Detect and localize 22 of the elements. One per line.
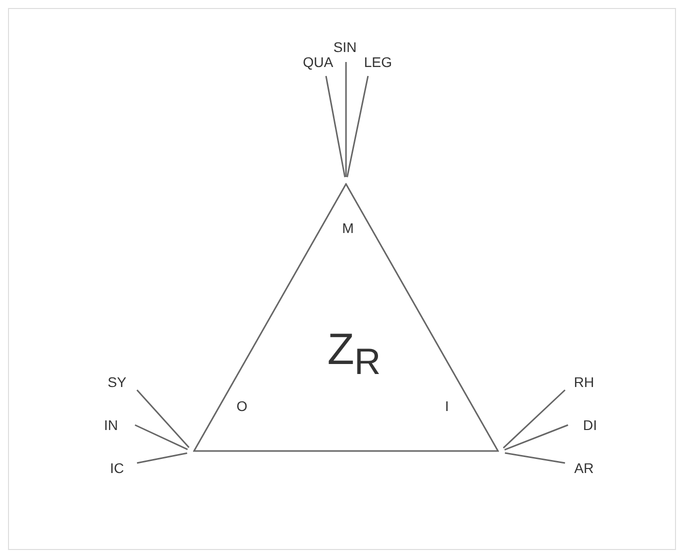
vertex-label: M bbox=[342, 220, 354, 236]
leader-line bbox=[504, 452, 566, 464]
leader-line bbox=[134, 424, 188, 450]
leader-line bbox=[346, 76, 369, 178]
leader-line bbox=[325, 76, 346, 178]
term-label: IC bbox=[110, 460, 124, 476]
leader-line bbox=[136, 452, 188, 464]
vertex-label: O bbox=[236, 398, 248, 414]
leader-line bbox=[504, 424, 568, 451]
leader-line bbox=[345, 62, 347, 177]
leader-line bbox=[502, 389, 566, 448]
term-label: IN bbox=[104, 417, 118, 433]
leader-line bbox=[136, 390, 190, 448]
term-label: LEG bbox=[364, 54, 392, 70]
term-label: SIN bbox=[333, 39, 357, 55]
term-label: RH bbox=[574, 374, 594, 390]
term-label: QUA bbox=[302, 54, 334, 70]
term-label: DI bbox=[583, 417, 597, 433]
term-label: AR bbox=[574, 460, 594, 476]
center-symbol: Z$_{R}$ bbox=[327, 327, 381, 384]
term-label: SY bbox=[108, 374, 126, 390]
vertex-label: I bbox=[445, 398, 449, 414]
